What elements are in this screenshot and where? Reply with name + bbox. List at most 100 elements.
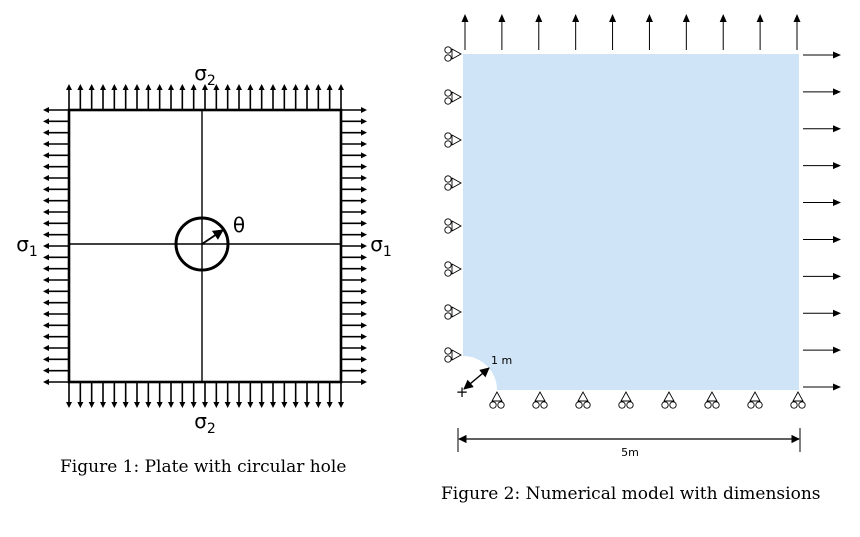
load-arrowhead xyxy=(361,311,367,317)
load-arrowhead xyxy=(43,107,49,113)
support-wheel xyxy=(790,401,798,409)
load-arrowhead xyxy=(361,277,367,283)
load-arrowhead xyxy=(361,141,367,147)
load-arrowhead xyxy=(202,402,208,408)
support-triangle xyxy=(577,391,589,402)
support-wheel xyxy=(444,261,452,269)
load-arrowhead xyxy=(361,175,367,181)
load-arrowhead xyxy=(43,356,49,363)
load-arrowhead xyxy=(361,129,367,136)
support-triangle xyxy=(749,391,761,402)
load-arrowhead xyxy=(43,333,49,340)
roller-support xyxy=(661,391,677,409)
load-arrowhead xyxy=(236,84,242,90)
left-roller-supports xyxy=(444,46,462,363)
load-arrowhead xyxy=(213,84,220,90)
sigma-bottom-label: σ2 xyxy=(194,409,216,437)
load-arrowhead xyxy=(190,402,197,408)
load-arrowhead xyxy=(43,129,49,136)
width-label: 5m xyxy=(621,446,639,459)
roller-support xyxy=(444,261,462,277)
load-arrowhead xyxy=(202,84,208,90)
load-arrowhead xyxy=(361,118,367,125)
right-traction-arrows xyxy=(803,51,841,391)
load-arrowhead xyxy=(361,367,367,374)
support-wheel xyxy=(540,401,548,409)
support-wheel xyxy=(444,175,452,183)
traction-arrowhead xyxy=(833,346,841,354)
traction-arrowhead xyxy=(793,14,801,22)
support-wheel xyxy=(444,355,452,363)
plate-outline xyxy=(67,108,343,384)
roller-support xyxy=(444,304,462,320)
load-arrowhead xyxy=(361,254,367,261)
support-wheel xyxy=(444,140,452,148)
support-wheel xyxy=(497,401,505,409)
load-arrowhead xyxy=(361,231,367,238)
support-wheel xyxy=(444,312,452,320)
load-arrowhead xyxy=(156,402,163,408)
traction-arrowhead xyxy=(833,235,841,243)
load-arrowhead xyxy=(326,402,333,408)
theta-label: θ xyxy=(233,213,245,237)
load-arrowhead xyxy=(43,209,49,215)
traction-arrowhead xyxy=(833,51,841,59)
support-wheel xyxy=(444,89,452,97)
support-wheel xyxy=(669,401,677,409)
load-arrowhead xyxy=(292,402,299,408)
load-arrowhead xyxy=(326,84,333,90)
figure-1-plate-diagram: σ2 σ2 σ1 σ1 θ xyxy=(16,61,392,437)
load-arrowhead xyxy=(43,345,49,351)
load-arrowhead xyxy=(43,163,49,170)
support-wheel xyxy=(661,401,669,409)
load-arrowhead xyxy=(315,84,322,90)
load-arrowhead xyxy=(224,84,231,90)
support-wheel xyxy=(444,304,452,312)
load-arrowhead xyxy=(88,402,95,408)
support-triangle xyxy=(451,306,462,318)
load-arrowhead xyxy=(100,402,106,408)
load-arrowhead xyxy=(258,84,265,90)
load-arrowhead xyxy=(145,84,152,90)
model-domain xyxy=(463,54,799,390)
load-arrowhead xyxy=(111,84,118,90)
load-arrowhead xyxy=(43,243,49,249)
support-triangle xyxy=(451,263,462,275)
load-arrowhead xyxy=(43,186,49,193)
load-arrowhead xyxy=(77,84,84,90)
roller-support xyxy=(618,391,634,409)
load-arrowhead xyxy=(361,288,367,295)
roller-support xyxy=(444,132,462,148)
load-arrowhead xyxy=(43,299,49,306)
roller-support xyxy=(575,391,591,409)
load-arrowhead xyxy=(122,84,129,90)
load-arrowhead xyxy=(43,367,49,374)
traction-arrowhead xyxy=(756,14,764,22)
load-arrowhead xyxy=(361,220,367,227)
load-arrows xyxy=(43,84,367,408)
load-arrowhead xyxy=(361,333,367,340)
load-arrowhead xyxy=(156,84,163,90)
load-arrowhead xyxy=(43,288,49,295)
traction-arrowhead xyxy=(833,125,841,133)
support-wheel xyxy=(444,269,452,277)
load-arrowhead xyxy=(77,402,84,408)
support-triangle xyxy=(491,391,503,402)
load-arrowhead xyxy=(168,402,174,408)
load-arrowhead xyxy=(111,402,118,408)
load-arrowhead xyxy=(43,265,49,272)
traction-arrowhead xyxy=(833,162,841,170)
load-arrowhead xyxy=(361,379,367,385)
support-wheel xyxy=(747,401,755,409)
radius-dimension-arrow xyxy=(463,367,490,390)
roller-support xyxy=(444,89,462,105)
support-triangle xyxy=(451,134,462,146)
support-wheel xyxy=(712,401,720,409)
support-wheel xyxy=(798,401,806,409)
traction-arrowhead xyxy=(833,88,841,96)
load-arrowhead xyxy=(190,84,197,90)
traction-arrowhead xyxy=(572,14,580,22)
sigma-left-label: σ1 xyxy=(16,232,38,260)
support-wheel xyxy=(532,401,540,409)
load-arrowhead xyxy=(361,197,367,204)
